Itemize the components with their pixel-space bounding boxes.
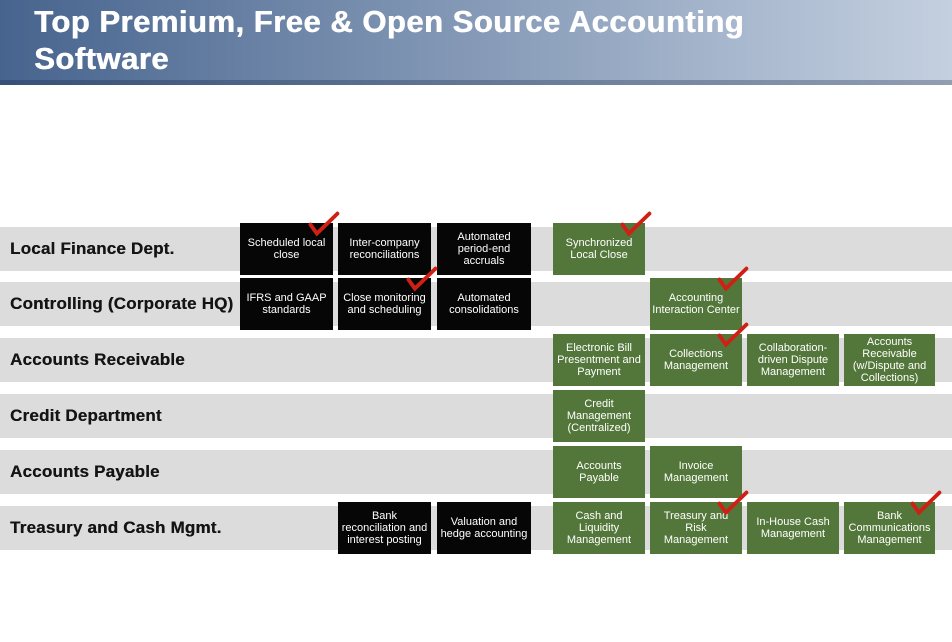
feature-box-label: Accounting Interaction Center (652, 292, 740, 316)
feature-box: IFRS and GAAP standards (240, 278, 333, 330)
dept-label: Treasury and Cash Mgmt. (10, 518, 222, 537)
dept-label: Local Finance Dept. (10, 239, 175, 258)
feature-box-label: In-House Cash Management (756, 516, 830, 540)
feature-box-label: Bank reconciliation and interest posting (341, 510, 428, 546)
dept-row: Credit Department (0, 394, 952, 438)
dept-row: Accounts Payable (0, 450, 952, 494)
feature-box-label: Accounts Payable (576, 460, 622, 484)
feature-box: Collaboration-driven Dispute Management (747, 334, 839, 386)
feature-box-label: IFRS and GAAP standards (246, 292, 327, 316)
feature-box-label: Automated period-end accruals (457, 231, 511, 267)
feature-box: Inter-company reconciliations (338, 223, 431, 275)
feature-box: Credit Management (Centralized) (553, 390, 645, 442)
feature-box: Accounts Receivable (w/Dispute and Colle… (844, 334, 935, 386)
dept-label: Controlling (Corporate HQ) (10, 294, 234, 313)
feature-box: Invoice Management (650, 446, 742, 498)
feature-box: Accounting Interaction Center (650, 266, 749, 330)
feature-box: Electronic Bill Presentment and Payment (553, 334, 645, 386)
feature-box-label: Automated consolidations (449, 292, 519, 316)
feature-box-label: Credit Management (Centralized) (566, 398, 632, 434)
dept-label: Accounts Payable (10, 462, 160, 481)
feature-box: Scheduled local close (240, 211, 340, 275)
feature-box-label: Synchronized Local Close (565, 237, 633, 261)
feature-box-label: Treasury and Risk Management (663, 510, 729, 546)
feature-box: Close monitoring and scheduling (338, 266, 438, 330)
feature-box-label: Invoice Management (663, 460, 729, 484)
feature-box: Collections Management (650, 322, 749, 386)
feature-box: Cash and Liquidity Management (553, 502, 645, 554)
feature-box: Automated consolidations (437, 278, 531, 330)
dept-label: Credit Department (10, 406, 162, 425)
feature-box: Synchronized Local Close (553, 211, 652, 275)
feature-box: Bank Communications Management (844, 490, 942, 554)
feature-box-label: Close monitoring and scheduling (343, 292, 426, 316)
feature-box: Bank reconciliation and interest posting (338, 502, 431, 554)
page-title: Top Premium, Free & Open Source Accounti… (34, 4, 744, 76)
feature-box: Automated period-end accruals (437, 223, 531, 275)
feature-box-label: Cash and Liquidity Management (566, 510, 632, 546)
feature-box-label: Scheduled local close (247, 237, 326, 261)
feature-box: Treasury and Risk Management (650, 490, 749, 554)
feature-box: Accounts Payable (553, 446, 645, 498)
feature-box: In-House Cash Management (747, 502, 839, 554)
feature-box-label: Inter-company reconciliations (349, 237, 420, 261)
feature-box-label: Accounts Receivable (w/Dispute and Colle… (852, 336, 927, 384)
feature-box: Valuation and hedge accounting (437, 502, 531, 554)
feature-box-label: Collaboration-driven Dispute Management (757, 342, 829, 378)
feature-box-label: Collections Management (663, 348, 729, 372)
dept-label: Accounts Receivable (10, 350, 185, 369)
feature-box-label: Electronic Bill Presentment and Payment (557, 342, 641, 378)
feature-box-label: Bank Communications Management (848, 510, 931, 546)
slide-header-banner: Top Premium, Free & Open Source Accounti… (0, 0, 952, 85)
feature-box-label: Valuation and hedge accounting (440, 516, 528, 540)
